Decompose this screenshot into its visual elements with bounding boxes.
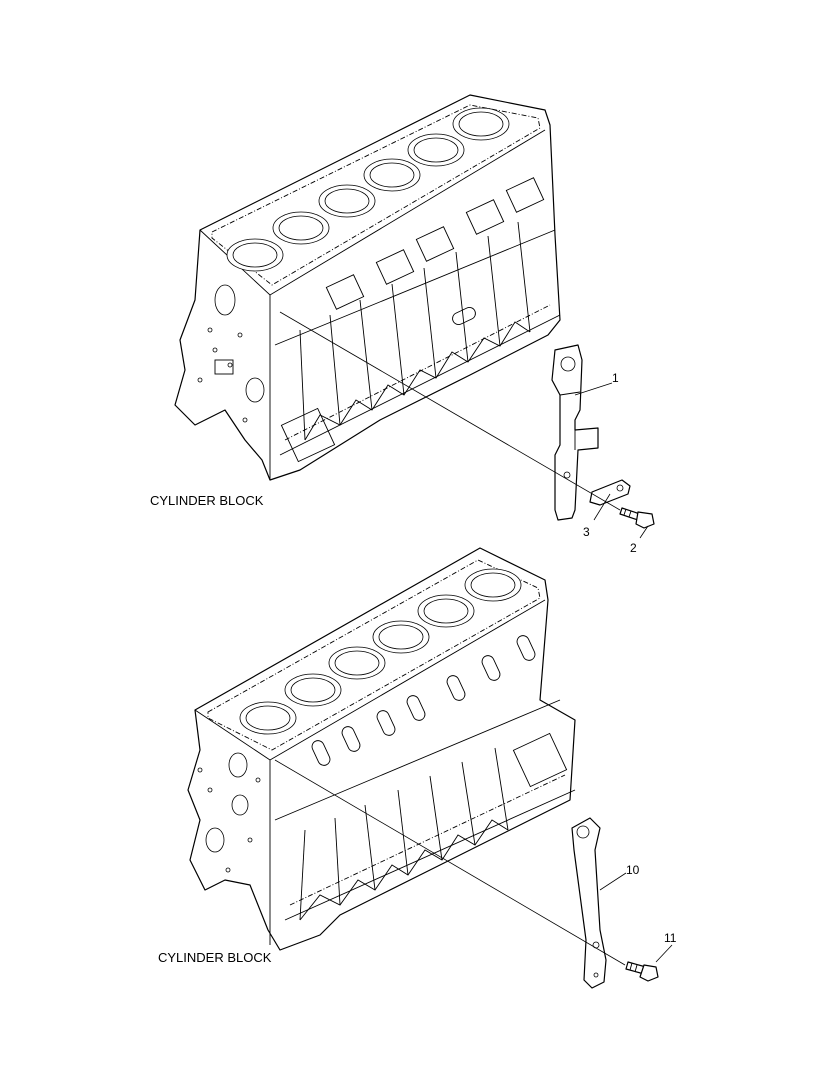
upper-plate-part-3 — [589, 479, 631, 506]
lower-cylinder-block — [187, 547, 576, 951]
lower-bolt-part-11 — [625, 961, 659, 982]
upper-cylinder-bores — [226, 107, 510, 272]
lower-block-ribs — [299, 635, 568, 921]
lower-leaders — [274, 759, 673, 966]
upper-cylinder-block — [174, 94, 561, 481]
lower-bracket-part-10 — [571, 817, 607, 989]
lower-block-front-holes — [197, 752, 261, 873]
upper-block-front-holes — [197, 284, 265, 423]
upper-bracket-part-1 — [551, 344, 599, 521]
upper-block-ribs — [280, 177, 545, 463]
callout-1: 1 — [612, 371, 619, 385]
callout-10: 10 — [626, 863, 640, 877]
lower-cylinder-bores — [239, 568, 522, 735]
callout-11: 11 — [664, 931, 677, 945]
lower-block-label: CYLINDER BLOCK — [158, 950, 272, 965]
upper-block-label: CYLINDER BLOCK — [150, 493, 264, 508]
callout-2: 2 — [630, 541, 637, 555]
callout-3: 3 — [583, 525, 590, 539]
upper-leaders — [279, 311, 649, 539]
upper-bolt-part-2 — [619, 507, 655, 529]
